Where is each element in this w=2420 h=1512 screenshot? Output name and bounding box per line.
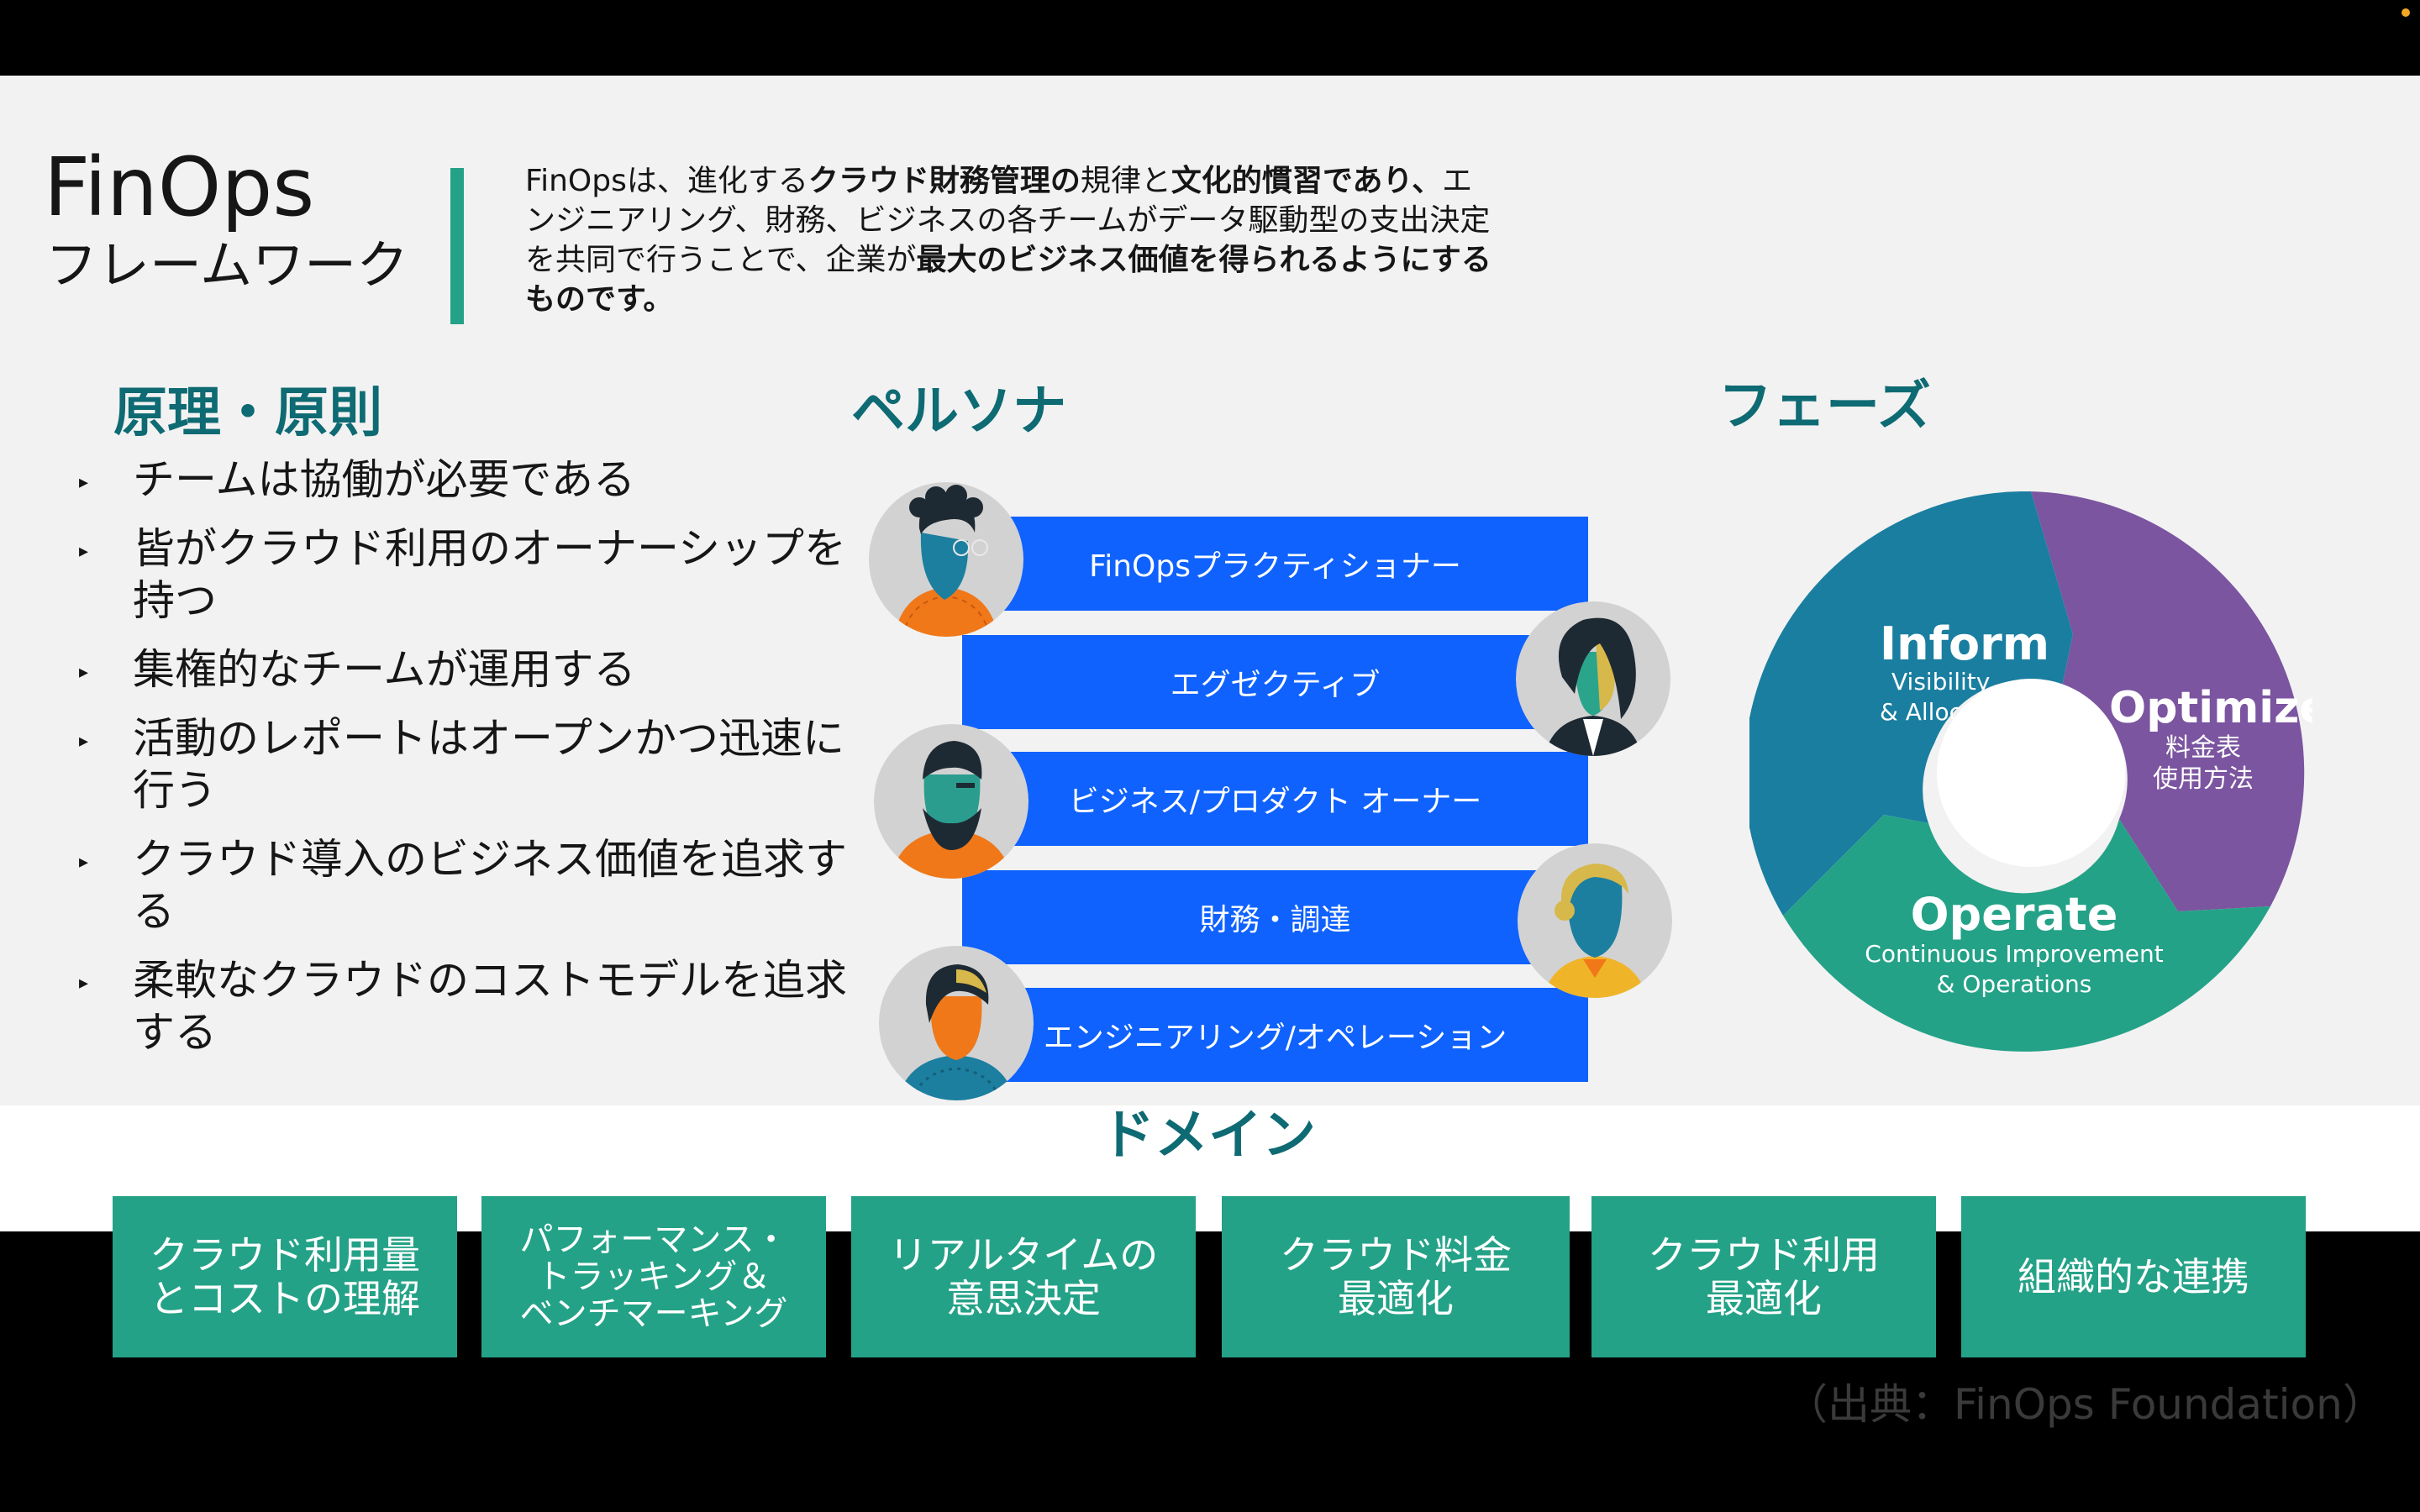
persona-bar-finance: 財務・調達: [962, 870, 1588, 964]
domain-line: クラウド料金: [1280, 1232, 1512, 1278]
page-title: FinOps: [44, 140, 315, 234]
executive-avatar: [1516, 601, 1670, 756]
phase-optimize-label: Optimize: [2109, 683, 2312, 733]
domain-box-realtime-decision: リアルタイムの意思決定: [851, 1196, 1196, 1357]
personas-title: ペルソナ: [851, 381, 1066, 443]
domains-title: ドメイン: [1101, 1105, 1316, 1167]
domain-line: ベンチマーキング: [519, 1294, 788, 1333]
domain-line: 最適化: [1338, 1276, 1454, 1321]
principle-item: ▸ 集権的なチームが運用する: [77, 643, 850, 696]
principle-item: ▸ チームは協働が必要である: [77, 454, 850, 506]
persona-bar-business-owner: ビジネス/プロダクト オーナー: [962, 752, 1588, 846]
domain-box-usage-optimization: クラウド利用最適化: [1591, 1196, 1936, 1357]
domain-box-performance: パフォーマンス・トラッキング＆ベンチマーキング: [481, 1196, 826, 1357]
phase-inform-desc2: & Allocation: [1880, 698, 2022, 726]
phase-segment-optimize: [2031, 491, 2305, 911]
domain-box-usage-cost: クラウド利用量とコストの理解: [113, 1196, 457, 1357]
bullet-icon: ▸: [79, 973, 89, 994]
bullet-icon: ▸: [79, 852, 89, 873]
principle-text: 柔軟なクラウドのコストモデルを追求する: [133, 956, 847, 1057]
principle-item: ▸ 皆がクラウド利用のオーナーシップを持つ: [77, 522, 850, 627]
phase-operate-label: Operate: [1911, 888, 2118, 941]
title-divider: [450, 168, 464, 324]
domain-line: トラッキング＆: [536, 1257, 771, 1296]
intro-text-2: クラウド財務管理の: [808, 164, 1081, 198]
principle-text: チームは協働が必要である: [133, 455, 635, 504]
principle-text: 皆がクラウド利用のオーナーシップを持つ: [133, 524, 846, 625]
phase-optimize-desc2: 使用方法: [2153, 764, 2254, 794]
phases-title: フェーズ: [1718, 375, 1931, 438]
bullet-icon: ▸: [79, 731, 89, 752]
phase-wheel: Inform Visibility & Allocation Optimize …: [1749, 491, 2312, 1052]
bullet-icon: ▸: [79, 541, 89, 562]
finance-avatar: [1518, 843, 1672, 998]
phase-wheel-center: [1937, 679, 2125, 867]
phase-segment-operate: [1783, 815, 2270, 1052]
practitioner-avatar: [869, 482, 1023, 637]
intro-text-5: エンジニアリング、財務、ビジネスの各チームがデータ駆動型の支出決定を共同で行うこ…: [525, 164, 1491, 277]
phase-inform-label: Inform: [1880, 617, 2049, 670]
phase-optimize-desc1: 料金表: [2165, 733, 2241, 763]
domain-box-rate-optimization: クラウド料金最適化: [1222, 1196, 1570, 1357]
domain-line: 意思決定: [946, 1276, 1101, 1321]
persona-bar-engineering: エンジニアリング/オペレーション: [962, 988, 1588, 1082]
principle-text: クラウド導入のビジネス価値を追求する: [133, 835, 847, 936]
persona-bar-executive: エグゼクティブ: [962, 635, 1588, 729]
phase-operate-desc2: & Operations: [1937, 970, 2092, 998]
principles-title: 原理・原則: [113, 382, 382, 444]
domain-box-org-alignment: 組織的な連携: [1961, 1196, 2306, 1357]
principle-item: ▸ 活動のレポートはオープンかつ迅速に行う: [77, 712, 850, 816]
domain-line: クラウド利用量: [150, 1232, 420, 1278]
phase-operate-desc1: Continuous Improvement: [1865, 940, 2163, 968]
business-owner-avatar: [874, 724, 1028, 879]
intro-text-4: 文化的慣習であり、: [1171, 164, 1443, 198]
source-credit: （出典：FinOps Foundation）: [1786, 1380, 2385, 1429]
phase-inform-desc1: Visibility: [1891, 668, 1990, 696]
principle-item: ▸ 柔軟なクラウドのコストモデルを追求する: [77, 954, 850, 1058]
domain-line: クラウド利用: [1648, 1232, 1880, 1278]
principle-item: ▸ クラウド導入のビジネス価値を追求する: [77, 833, 850, 937]
domain-line: パフォーマンス・: [519, 1221, 788, 1259]
domain-line: リアルタイムの: [888, 1232, 1159, 1278]
page-subtitle: フレームワーク: [45, 234, 409, 296]
top-black-bar: [0, 0, 2420, 76]
persona-bar-practitioner: FinOpsプラクティショナー: [962, 517, 1588, 611]
bullet-icon: ▸: [79, 472, 89, 493]
intro-text-1: FinOpsは、進化する: [525, 164, 808, 198]
principle-text: 集権的なチームが運用する: [133, 645, 636, 694]
domain-line: 組織的な連携: [2018, 1254, 2249, 1299]
intro-text-3: 規律と: [1080, 164, 1171, 198]
principle-text: 活動のレポートはオープンかつ迅速に行う: [133, 714, 844, 815]
principles-list: ▸ チームは協働が必要である ▸ 皆がクラウド利用のオーナーシップを持つ ▸ 集権的な…: [77, 454, 850, 1075]
domain-line: とコストの理解: [150, 1276, 420, 1321]
phase-segment-inform: [1749, 491, 2073, 916]
intro-paragraph: FinOpsは、進化するクラウド財務管理の規律と文化的慣習であり、エンジニアリン…: [525, 161, 1491, 319]
domain-line: 最適化: [1706, 1276, 1822, 1321]
recording-indicator: [2402, 8, 2410, 17]
engineering-avatar: [879, 946, 1034, 1100]
bullet-icon: ▸: [79, 662, 89, 683]
intro-text-6: 最大のビジネス価値を得られるようにするものです。: [525, 243, 1491, 317]
